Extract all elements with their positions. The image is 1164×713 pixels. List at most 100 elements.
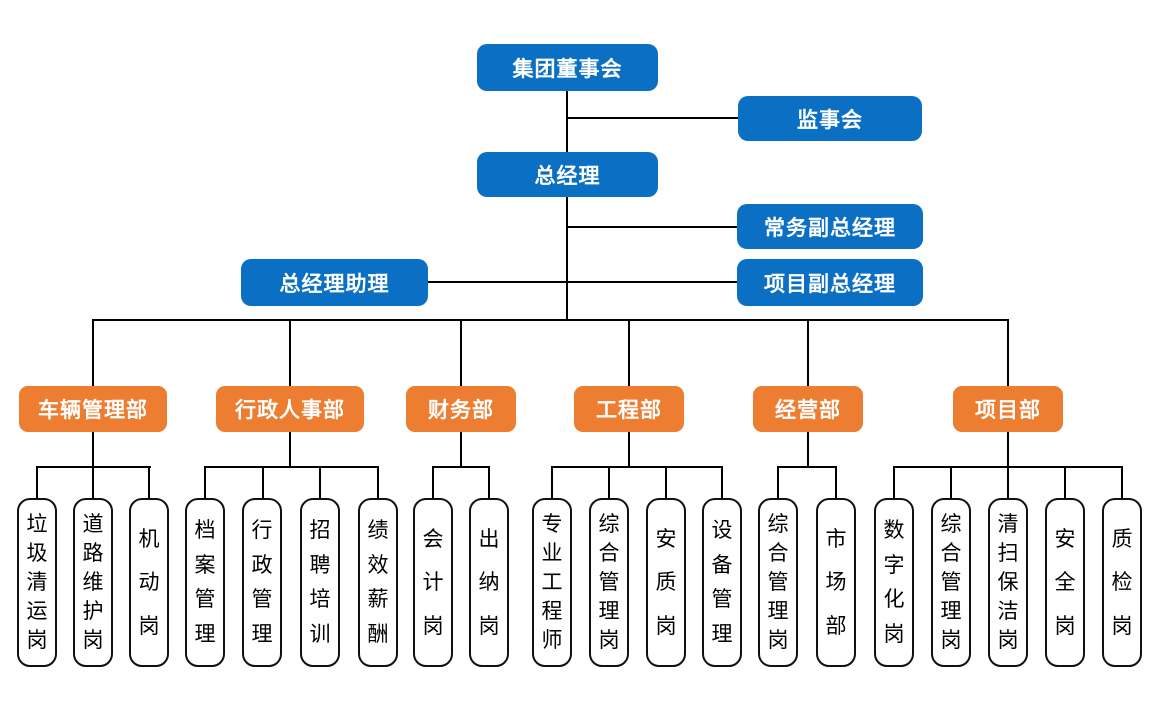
position-mobile: 机动岗 bbox=[129, 498, 169, 667]
position-performance-compensation: 绩效薪酬 bbox=[358, 498, 398, 667]
position-char: 圾 bbox=[26, 541, 48, 565]
position-general-management-ops: 综合管理岗 bbox=[758, 498, 798, 667]
connector-line bbox=[204, 466, 206, 498]
position-char: 部 bbox=[825, 613, 847, 638]
position-general-management-eng: 综合管理岗 bbox=[589, 498, 629, 667]
connector-line bbox=[204, 466, 379, 468]
connector-line bbox=[807, 432, 809, 467]
position-char: 岗 bbox=[138, 613, 160, 638]
node-general-manager: 总经理 bbox=[477, 152, 658, 197]
dept-vehicle-management: 车辆管理部 bbox=[19, 386, 167, 432]
position-char: 培 bbox=[309, 587, 331, 612]
position-char: 扫 bbox=[997, 541, 1019, 565]
connector-line bbox=[566, 91, 568, 320]
position-char: 合 bbox=[940, 541, 962, 565]
connector-line bbox=[460, 432, 462, 467]
dept-finance: 财务部 bbox=[406, 386, 516, 432]
position-char: 岗 bbox=[767, 628, 789, 652]
position-char: 工 bbox=[541, 570, 563, 594]
connector-line bbox=[608, 466, 610, 498]
position-char: 动 bbox=[138, 570, 160, 594]
position-char: 业 bbox=[541, 541, 563, 565]
position-digitalization: 数字化岗 bbox=[874, 498, 914, 667]
position-char: 管 bbox=[598, 570, 620, 594]
position-char: 机 bbox=[138, 526, 160, 551]
connector-line bbox=[1007, 319, 1009, 386]
connector-line bbox=[92, 319, 1009, 321]
connector-line bbox=[36, 466, 38, 498]
position-char: 理 bbox=[598, 599, 620, 623]
position-char: 设 bbox=[711, 517, 733, 542]
connector-line bbox=[551, 466, 723, 468]
connector-line bbox=[92, 432, 94, 467]
connector-line bbox=[721, 466, 723, 498]
position-marketing: 市场部 bbox=[816, 498, 856, 667]
position-char: 岗 bbox=[26, 628, 48, 652]
position-char: 出 bbox=[478, 526, 500, 551]
position-road-maintenance: 道路维护岗 bbox=[73, 498, 113, 667]
connector-line bbox=[432, 466, 434, 498]
connector-line bbox=[432, 466, 490, 468]
connector-line bbox=[148, 466, 150, 498]
position-char: 训 bbox=[309, 622, 331, 647]
connector-line bbox=[835, 466, 837, 498]
connector-line bbox=[893, 466, 895, 498]
position-professional-engineer: 专业工程师 bbox=[532, 498, 572, 667]
position-char: 垃 bbox=[26, 512, 48, 536]
position-char: 备 bbox=[711, 552, 733, 577]
position-char: 综 bbox=[598, 512, 620, 536]
position-char: 安 bbox=[1054, 526, 1076, 551]
connector-line bbox=[567, 117, 738, 119]
position-general-management-proj: 综合管理岗 bbox=[931, 498, 971, 667]
position-char: 数 bbox=[883, 517, 905, 542]
connector-line bbox=[665, 466, 667, 498]
position-equipment-management: 设备管理 bbox=[702, 498, 742, 667]
position-archives-management: 档案管理 bbox=[185, 498, 225, 667]
position-char: 路 bbox=[82, 541, 104, 565]
position-char: 行 bbox=[251, 517, 273, 542]
dept-engineering: 工程部 bbox=[574, 386, 684, 432]
connector-line bbox=[1007, 432, 1009, 467]
position-char: 酬 bbox=[367, 622, 389, 647]
position-char: 场 bbox=[825, 570, 847, 594]
position-cleaning: 清扫保洁岗 bbox=[988, 498, 1028, 667]
connector-line bbox=[628, 432, 630, 467]
position-char: 程 bbox=[541, 599, 563, 623]
position-char: 岗 bbox=[82, 628, 104, 652]
position-char: 档 bbox=[194, 517, 216, 542]
position-char: 管 bbox=[767, 570, 789, 594]
position-char: 岗 bbox=[1111, 613, 1133, 638]
position-char: 理 bbox=[194, 622, 216, 647]
position-administration: 行政管理 bbox=[242, 498, 282, 667]
position-char: 综 bbox=[767, 512, 789, 536]
node-gm-assistant: 总经理助理 bbox=[241, 259, 428, 306]
position-char: 管 bbox=[940, 570, 962, 594]
connector-line bbox=[777, 466, 837, 468]
position-char: 岗 bbox=[1054, 613, 1076, 638]
position-recruitment-training: 招聘培训 bbox=[300, 498, 340, 667]
position-quality-inspection: 质检岗 bbox=[1102, 498, 1142, 667]
position-char: 保 bbox=[997, 570, 1019, 594]
position-char: 合 bbox=[767, 541, 789, 565]
connector-line bbox=[377, 466, 379, 498]
connector-line bbox=[92, 466, 94, 498]
connector-line bbox=[488, 466, 490, 498]
position-char: 绩 bbox=[367, 517, 389, 542]
position-char: 会 bbox=[422, 526, 444, 551]
position-char: 管 bbox=[251, 587, 273, 612]
position-char: 清 bbox=[997, 512, 1019, 536]
position-char: 岗 bbox=[997, 628, 1019, 652]
position-char: 理 bbox=[940, 599, 962, 623]
position-safety: 安全岗 bbox=[1045, 498, 1085, 667]
connector-line bbox=[551, 466, 553, 498]
dept-operations: 经营部 bbox=[753, 386, 863, 432]
position-char: 检 bbox=[1111, 570, 1133, 594]
connector-line bbox=[950, 466, 952, 498]
position-char: 市 bbox=[825, 526, 847, 551]
connector-line bbox=[92, 319, 94, 386]
connector-line bbox=[428, 281, 738, 283]
connector-line bbox=[567, 226, 737, 228]
position-char: 案 bbox=[194, 552, 216, 577]
position-char: 安 bbox=[655, 526, 677, 551]
connector-line bbox=[289, 432, 291, 467]
